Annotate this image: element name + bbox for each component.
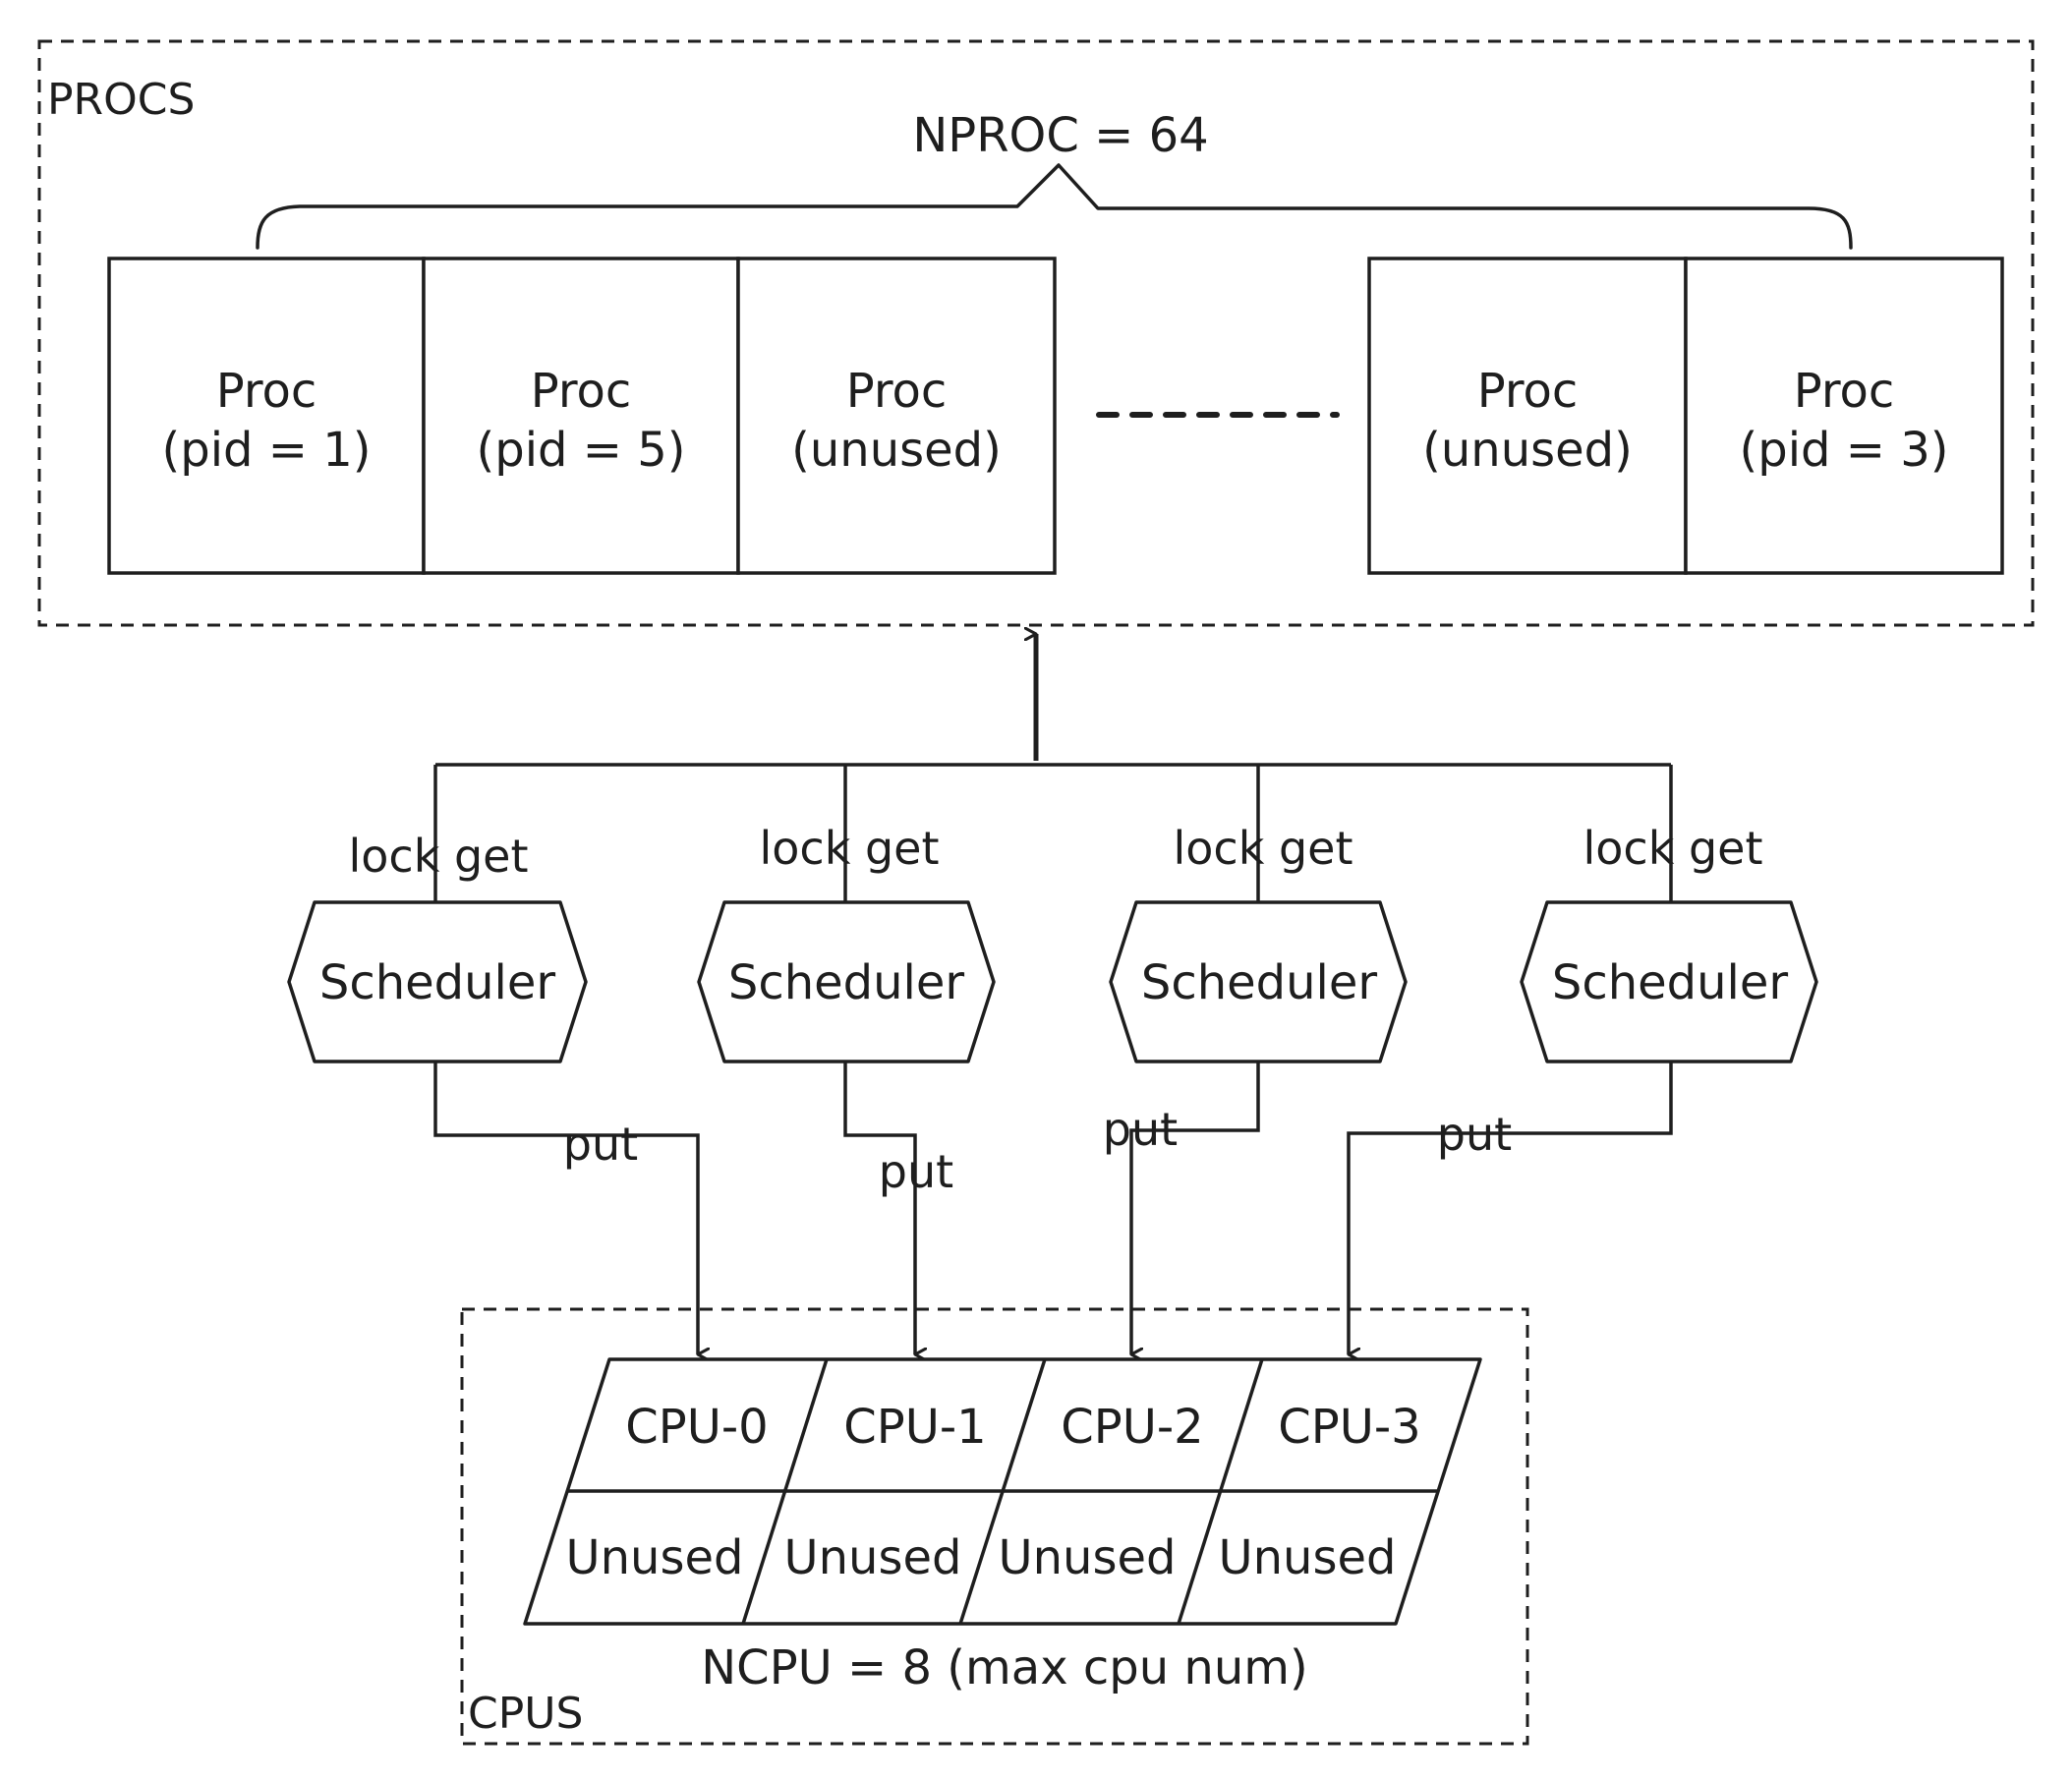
nproc-label: NPROC = 64	[912, 108, 1208, 163]
scheduler-label: Scheduler	[728, 955, 965, 1010]
cpu-cell-label: CPU-3	[1278, 1400, 1420, 1455]
proc-slot-pid: (unused)	[791, 423, 1002, 478]
procs-container-border	[37, 39, 2035, 627]
put-arrow	[1347, 1062, 1673, 1354]
lock-get-label: lock get	[1173, 822, 1353, 875]
put-arrow	[433, 1062, 698, 1354]
proc-slot-pid: (pid = 5)	[477, 423, 686, 478]
proc-slot-name: Proc	[216, 364, 317, 419]
proc-slot: Proc (pid = 3)	[1684, 257, 2004, 575]
put-label: put	[879, 1145, 953, 1198]
scheduler-node: lock get Scheduler	[287, 830, 588, 1063]
proc-slot-pid: (pid = 1)	[162, 423, 372, 478]
scheduler-label: Scheduler	[1141, 955, 1378, 1010]
nproc-brace-line	[256, 163, 1853, 250]
scheduler-node: lock get Scheduler	[697, 822, 996, 1063]
put-arrow	[1129, 1062, 1260, 1354]
put-arrow	[843, 1062, 915, 1354]
put-connectors: put put put put	[433, 1062, 1673, 1354]
nproc-brace: NPROC = 64	[256, 108, 1853, 250]
procs-title: PROCS	[47, 75, 195, 125]
scheduler-node: lock get Scheduler	[1109, 822, 1408, 1063]
proc-slot: Proc (unused)	[736, 257, 1057, 575]
lock-get-connectors	[433, 634, 1673, 902]
cpu-cell-label: Unused	[566, 1530, 744, 1585]
scheduler-label: Scheduler	[319, 955, 556, 1010]
proc-slot-name: Proc	[1477, 364, 1579, 419]
proc-slot-name: Proc	[531, 364, 632, 419]
cpu-cell-label: CPU-0	[625, 1400, 768, 1455]
cpu-cell-label: CPU-1	[843, 1400, 986, 1455]
lock-get-label: lock get	[759, 822, 939, 875]
proc-slot: Proc (pid = 1)	[107, 257, 426, 575]
put-label: put	[563, 1118, 638, 1171]
proc-slot-pid: (unused)	[1422, 423, 1633, 478]
cpu-cell-label: Unused	[999, 1530, 1177, 1585]
cpu-array: CPU-0 CPU-1 CPU-2 CPU-3 Unused Unused Un…	[523, 1357, 1482, 1626]
lock-get-label: lock get	[348, 830, 528, 883]
cpus-container: CPUS	[460, 1307, 1529, 1746]
proc-slot: Proc (unused)	[1367, 257, 1688, 575]
cpu-cell-label: CPU-2	[1061, 1400, 1203, 1455]
put-label: put	[1437, 1108, 1512, 1161]
proc-slot-name: Proc	[846, 364, 948, 419]
proc-slot-pid: (pid = 3)	[1740, 423, 1949, 478]
put-label: put	[1103, 1103, 1178, 1156]
procs-container: PROCS	[37, 39, 2035, 627]
cpus-container-border	[460, 1307, 1529, 1746]
schedulers: lock get Scheduler lock get Scheduler lo…	[287, 822, 1818, 1063]
lock-get-label: lock get	[1583, 822, 1762, 875]
ncpu-label: NCPU = 8 (max cpu num)	[701, 1640, 1307, 1695]
cpus-title: CPUS	[468, 1689, 583, 1739]
cpu-cell-label: Unused	[784, 1530, 962, 1585]
proc-array: Proc (pid = 1) Proc (pid = 5) Proc (unus…	[107, 257, 2004, 575]
proc-slot-name: Proc	[1794, 364, 1895, 419]
cpu-cell-label: Unused	[1219, 1530, 1397, 1585]
scheduler-node: lock get Scheduler	[1520, 822, 1818, 1063]
scheduler-label: Scheduler	[1552, 955, 1789, 1010]
proc-slot: Proc (pid = 5)	[422, 257, 740, 575]
